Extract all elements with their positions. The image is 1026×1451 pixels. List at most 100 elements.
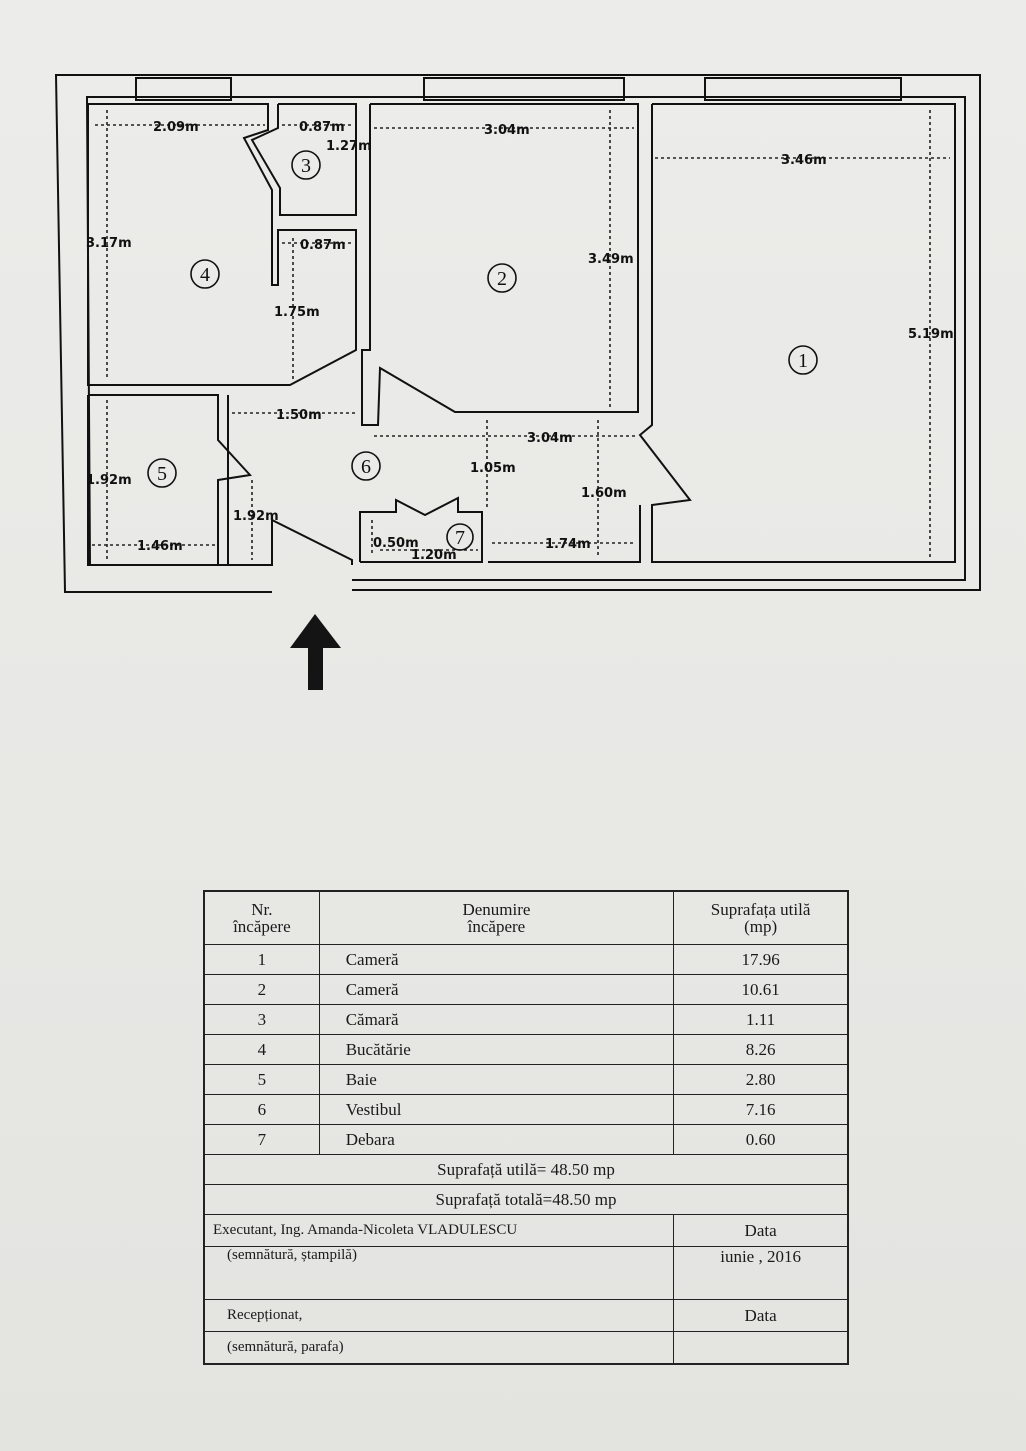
empty-cell	[673, 1331, 849, 1365]
dim-label: 3.46m	[781, 153, 827, 168]
room-markers: 1 2 3 4 5 6 7	[147, 150, 818, 551]
dim-label: 3.04m	[484, 123, 530, 138]
header-room-name: Denumire încăpere	[318, 890, 675, 945]
window-2	[423, 77, 625, 101]
room-nr: 4	[203, 1034, 320, 1065]
dim-label: 1.60m	[581, 486, 627, 501]
room-number: 1	[798, 350, 808, 372]
room-number: 7	[455, 527, 465, 549]
room-name: Vestibul	[318, 1094, 675, 1125]
dim-label: 3.04m	[527, 431, 573, 446]
window-3	[704, 77, 902, 101]
table-row: 4 Bucătărie 8.26	[203, 1034, 849, 1065]
header-room-number: Nr. încăpere	[203, 890, 320, 945]
room-5-walls	[87, 394, 252, 566]
header-text: Nr.	[251, 900, 273, 919]
total-useful-row: Suprafață utilă= 48.50 mp	[203, 1154, 849, 1185]
header-text: încăpere	[467, 917, 526, 936]
dimension-lines	[92, 110, 950, 560]
room-area: 1.11	[673, 1004, 849, 1035]
dim-label: 1.92m	[233, 509, 279, 524]
room-number: 4	[200, 264, 210, 286]
floor-plan: 2.09m 0.87m 1.27m 3.04m 3.46m 3.17m 0.87…	[54, 74, 981, 690]
dim-label: 1.20m	[411, 548, 457, 563]
table-row: 5 Baie 2.80	[203, 1064, 849, 1095]
header-text: Suprafața utilă	[710, 900, 811, 919]
dim-label: 1.50m	[276, 408, 322, 423]
date-label: Data	[673, 1299, 849, 1332]
room-nr: 7	[203, 1124, 320, 1155]
dim-label: 1.46m	[137, 539, 183, 554]
room-number: 5	[157, 463, 167, 485]
room-2-walls	[361, 103, 639, 426]
dim-label: 3.17m	[86, 236, 132, 251]
received-row: Recepționat, Data	[203, 1299, 849, 1332]
arrow-up-icon	[290, 614, 341, 690]
dim-label: 0.50m	[373, 536, 419, 551]
total-area: Suprafață totală=48.50 mp	[203, 1184, 849, 1215]
received-label: Recepționat,	[203, 1299, 675, 1332]
room-area: 0.60	[673, 1124, 849, 1155]
total-area-row: Suprafață totală=48.50 mp	[203, 1184, 849, 1215]
table-row: 7 Debara 0.60	[203, 1124, 849, 1155]
room-area: 17.96	[673, 944, 849, 975]
executant-name: Executant, Ing. Amanda-Nicoleta VLADULES…	[203, 1214, 675, 1247]
room-name: Debara	[318, 1124, 675, 1155]
dimension-labels: 2.09m 0.87m 1.27m 3.04m 3.46m 3.17m 0.87…	[86, 120, 954, 563]
room-1-walls	[638, 103, 956, 563]
executant-row: Executant, Ing. Amanda-Nicoleta VLADULES…	[203, 1214, 849, 1247]
dim-label: 1.75m	[274, 305, 320, 320]
room-number: 3	[301, 155, 311, 177]
signature-row: (semnătură, ștampilă) iunie , 2016	[203, 1246, 849, 1300]
room-number: 2	[497, 268, 507, 290]
dim-label: 1.74m	[545, 537, 591, 552]
room-name: Baie	[318, 1064, 675, 1095]
room-area: 7.16	[673, 1094, 849, 1125]
room-name: Bucătărie	[318, 1034, 675, 1065]
header-text: încăpere	[233, 917, 291, 936]
room-nr: 3	[203, 1004, 320, 1035]
dim-label: 0.87m	[300, 238, 346, 253]
room-nr: 1	[203, 944, 320, 975]
room-area: 8.26	[673, 1034, 849, 1065]
room-name: Cameră	[318, 944, 675, 975]
room-name: Cameră	[318, 974, 675, 1005]
hall-wall-right	[488, 505, 641, 563]
table-row: 6 Vestibul 7.16	[203, 1094, 849, 1125]
room-name: Cămară	[318, 1004, 675, 1035]
room-3-walls	[250, 103, 357, 216]
dim-label: 1.92m	[86, 473, 132, 488]
room-area: 2.80	[673, 1064, 849, 1095]
dim-label: 1.05m	[470, 461, 516, 476]
signature-note: (semnătură, parafa)	[203, 1331, 675, 1365]
header-area: Suprafața utilă (mp)	[673, 890, 849, 945]
room-nr: 2	[203, 974, 320, 1005]
table-header-row: Nr. încăpere Denumire încăpere Suprafața…	[203, 890, 849, 945]
date-label: Data	[673, 1214, 849, 1247]
header-text: Denumire	[462, 900, 531, 919]
dim-label: 5.19m	[908, 327, 954, 342]
room-7-walls	[359, 496, 483, 563]
signature2-row: (semnătură, parafa)	[203, 1331, 849, 1365]
outer-wall-outer	[54, 74, 981, 593]
dim-label: 3.49m	[588, 252, 634, 267]
dim-label: 2.09m	[153, 120, 199, 135]
total-useful-area: Suprafață utilă= 48.50 mp	[203, 1154, 849, 1185]
room-nr: 5	[203, 1064, 320, 1095]
header-text: (mp)	[744, 917, 778, 936]
room-area: 10.61	[673, 974, 849, 1005]
dim-label: 0.87m	[299, 120, 345, 135]
hall-wall-left	[227, 395, 353, 566]
date-value: iunie , 2016	[673, 1246, 849, 1300]
room-areas-table: Nr. încăpere Denumire încăpere Suprafața…	[203, 890, 849, 1365]
table-row: 1 Cameră 17.96	[203, 944, 849, 975]
dim-label: 1.27m	[326, 139, 372, 154]
room-nr: 6	[203, 1094, 320, 1125]
room-number: 6	[361, 456, 371, 478]
room-4-walls	[87, 103, 357, 386]
window-1	[135, 77, 232, 101]
signature-note: (semnătură, ștampilă)	[203, 1246, 675, 1300]
table-row: 3 Cămară 1.11	[203, 1004, 849, 1035]
table-row: 2 Cameră 10.61	[203, 974, 849, 1005]
